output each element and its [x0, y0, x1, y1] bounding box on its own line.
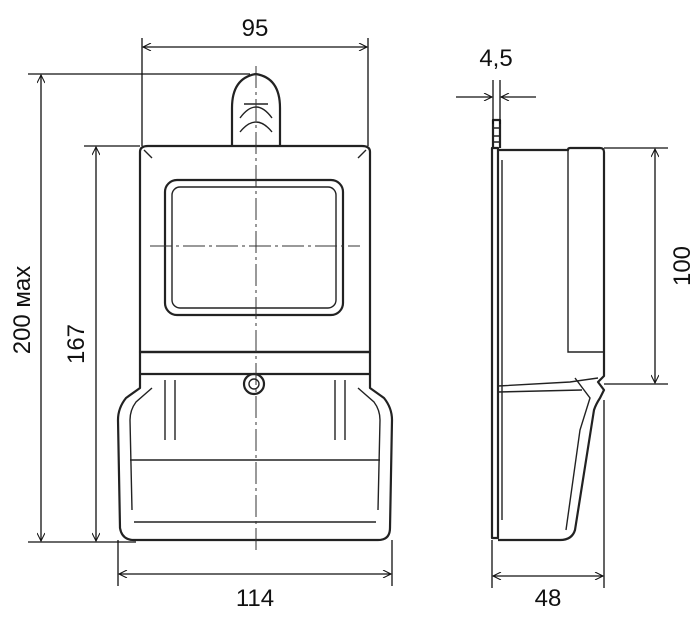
- mounting-plate: [490, 146, 500, 540]
- dim-label-48: 48: [535, 585, 562, 612]
- dim-label-95: 95: [242, 15, 269, 42]
- display-window: [163, 178, 345, 317]
- side-body-profile: [498, 146, 606, 542]
- meter-upper-body: [138, 144, 372, 354]
- dimension-48: 48: [491, 400, 605, 612]
- seal-band: [138, 350, 372, 376]
- dimension-200-max: 200 мах: [9, 73, 250, 543]
- dimension-95: 95: [141, 15, 369, 146]
- dimension-4-5: 4,5: [456, 45, 536, 124]
- dimension-114: 114: [117, 540, 393, 612]
- seal-screw: [242, 372, 266, 396]
- dimension-167: 167: [63, 145, 140, 541]
- front-view: [116, 66, 394, 552]
- dim-label-167: 167: [63, 324, 90, 364]
- dim-label-4-5: 4,5: [479, 45, 512, 72]
- dimension-100: 100: [604, 147, 696, 385]
- mounting-hook: [491, 118, 502, 148]
- dim-label-200-max: 200 мах: [9, 266, 36, 355]
- dim-label-100: 100: [669, 246, 696, 286]
- dim-label-114: 114: [236, 585, 274, 612]
- terminal-cover: [116, 374, 394, 542]
- side-view: [490, 118, 606, 542]
